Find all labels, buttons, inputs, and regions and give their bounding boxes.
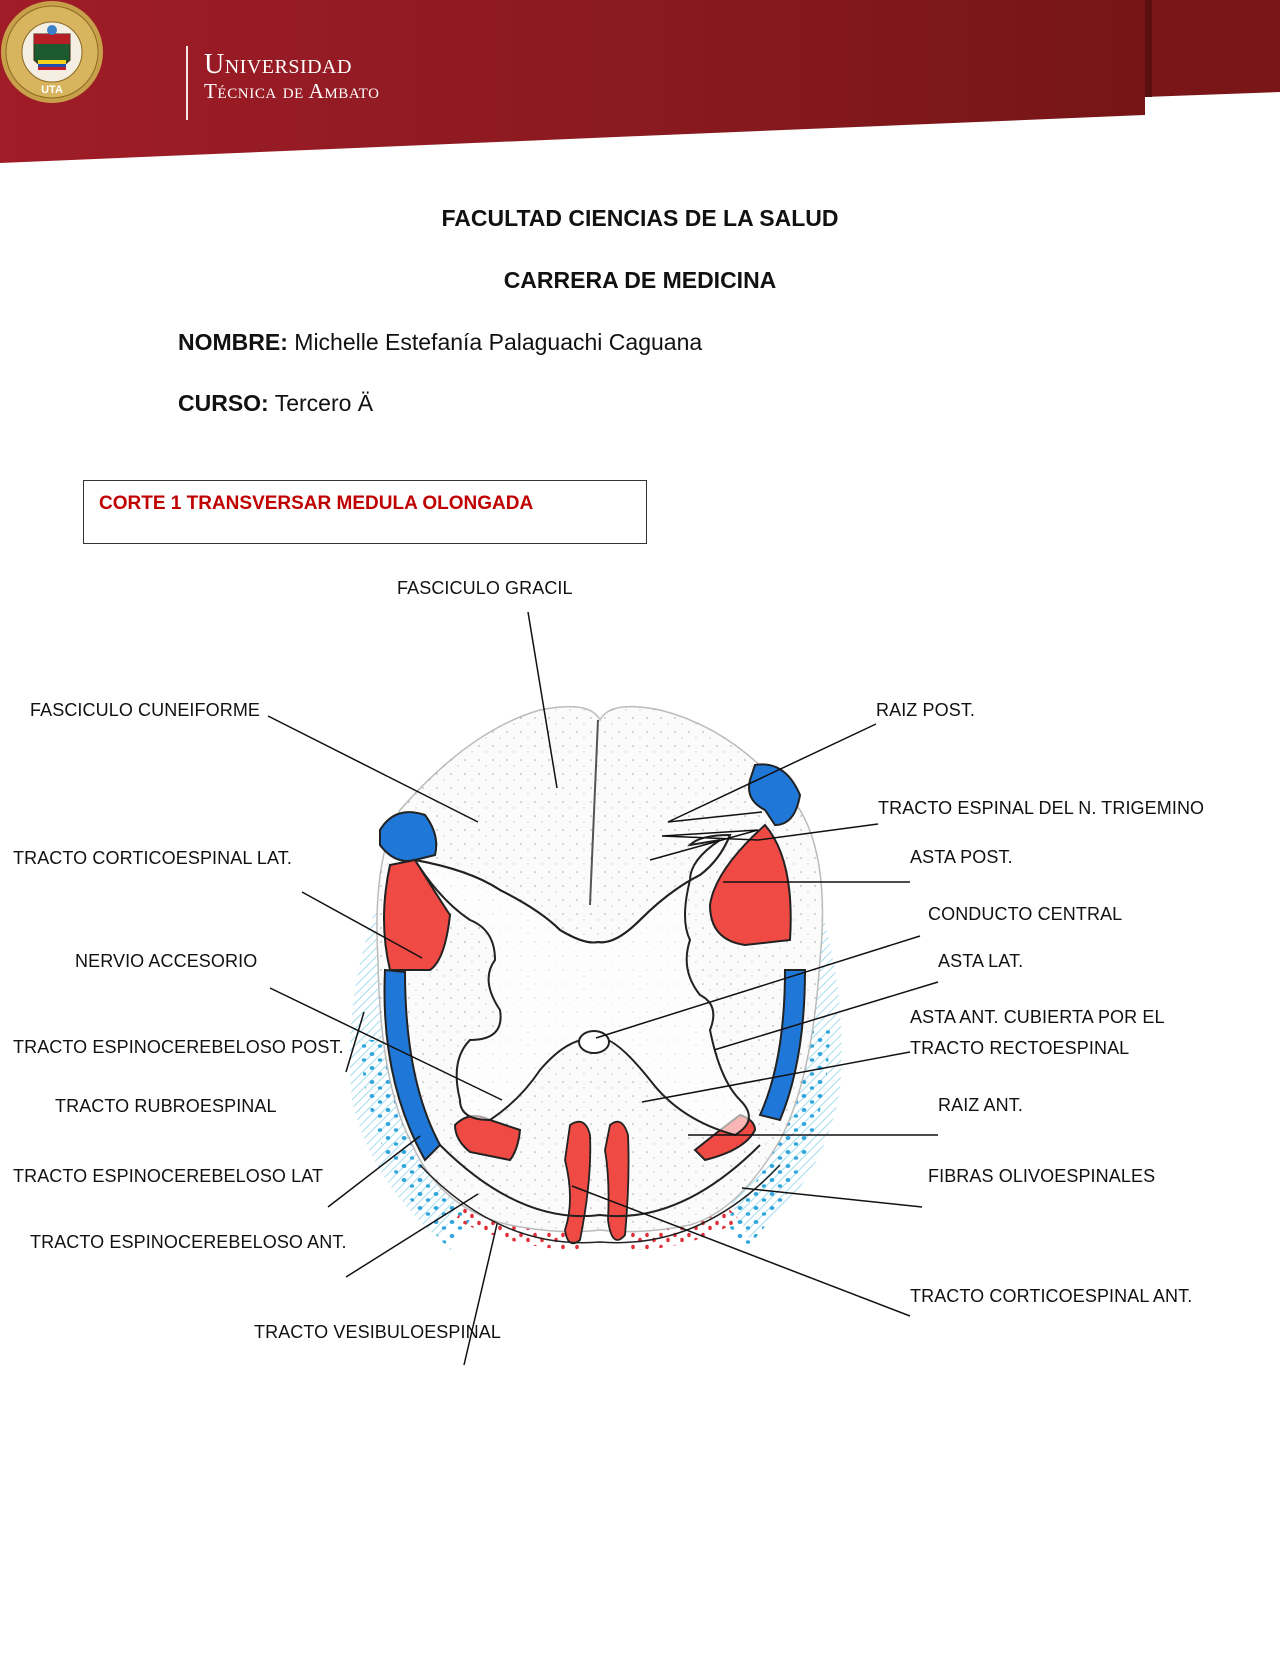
section-title-box: CORTE 1 TRANSVERSAR MEDULA OLONGADA bbox=[83, 480, 647, 544]
label-nervio-accesorio: NERVIO ACCESORIO bbox=[75, 951, 258, 971]
name-label: NOMBRE: bbox=[178, 329, 288, 355]
label-tracto-corticoespinal-ant: TRACTO CORTICOESPINAL ANT. bbox=[910, 1286, 1193, 1306]
leader-fasciculo-cuneiforme bbox=[267, 715, 479, 823]
name-value: Michelle Estefanía Palaguachi Caguana bbox=[294, 329, 703, 355]
course-value: Tercero Ä bbox=[274, 390, 374, 416]
leader-lines bbox=[267, 611, 939, 1366]
university-seal-icon: UTA bbox=[1, 1, 103, 103]
label-asta-post: ASTA POST. bbox=[910, 847, 1013, 867]
label-tracto-espinal-trigemino: TRACTO ESPINAL DEL N. TRIGEMINO bbox=[878, 798, 1205, 818]
faculty-title: FACULTAD CIENCIAS DE LA SALUD bbox=[0, 205, 1280, 232]
label-conducto-central: CONDUCTO CENTRAL bbox=[928, 904, 1123, 924]
label-fasciculo-cuneiforme: FASCICULO CUNEIFORME bbox=[30, 700, 261, 720]
leader-espinocerebeloso-lat bbox=[327, 1135, 421, 1208]
leader-espinocerebeloso-post bbox=[345, 1011, 365, 1073]
label-asta-ant-line1: ASTA ANT. CUBIERTA POR EL bbox=[910, 1007, 1165, 1027]
trigeminal-tract-left bbox=[379, 811, 438, 862]
anterior-corticospinal-left bbox=[564, 1120, 592, 1245]
anterior-corticospinal-right bbox=[604, 1120, 630, 1241]
label-raiz-post: RAIZ POST. bbox=[876, 700, 976, 720]
leader-asta-ant bbox=[641, 1051, 911, 1103]
label-tracto-rubroespinal: TRACTO RUBROESPINAL bbox=[55, 1096, 277, 1116]
career-text: CARRERA DE MEDICINA bbox=[503, 267, 777, 293]
label-fibras-olivoespinales: FIBRAS OLIVOESPINALES bbox=[928, 1166, 1156, 1186]
label-asta-lat: ASTA LAT. bbox=[938, 951, 1024, 971]
leader-conducto-central bbox=[595, 935, 921, 1039]
leader-trigemino bbox=[649, 823, 879, 861]
label-tracto-espinocerebeloso-post: TRACTO ESPINOCEREBELOSO POST. bbox=[13, 1037, 344, 1057]
brand-line-1: Universidad bbox=[204, 49, 352, 80]
central-canal bbox=[578, 1030, 610, 1054]
label-tracto-espinocerebeloso-lat: TRACTO ESPINOCEREBELOSO LAT bbox=[13, 1166, 324, 1186]
leader-olivoespinales bbox=[741, 1187, 923, 1208]
leader-vestibuloespinal bbox=[463, 1223, 498, 1366]
logo-divider bbox=[186, 46, 188, 120]
leader-corticoespinal-lat bbox=[301, 891, 423, 959]
course-field: CURSO: Tercero Ä bbox=[178, 390, 373, 417]
leader-corticoespinal-ant bbox=[571, 1185, 911, 1317]
spinocerebellar-dots-right bbox=[725, 1030, 830, 1250]
label-tracto-corticoespinal-lat: TRACTO CORTICOESPINAL LAT. bbox=[13, 848, 292, 868]
course-label: CURSO: bbox=[178, 390, 269, 416]
lateral-corticospinal-left bbox=[383, 858, 452, 971]
faculty-text: FACULTAD CIENCIAS DE LA SALUD bbox=[441, 205, 839, 231]
career-title: CARRERA DE MEDICINA bbox=[0, 267, 1280, 294]
leader-fasciculo-gracil bbox=[527, 611, 558, 789]
banner-shape bbox=[0, 0, 1280, 163]
label-tracto-espinocerebeloso-ant: TRACTO ESPINOCEREBELOSO ANT. bbox=[30, 1232, 347, 1252]
leader-espinocerebeloso-ant bbox=[345, 1193, 479, 1278]
medulla-cross-section bbox=[267, 611, 939, 1366]
brand-line-2: Técnica de Ambato bbox=[204, 79, 380, 103]
label-tracto-vestibuloespinal: TRACTO VESIBULOESPINAL bbox=[254, 1322, 501, 1342]
label-raiz-ant: RAIZ ANT. bbox=[938, 1095, 1023, 1115]
university-name: Universidad Técnica de Ambato bbox=[204, 49, 380, 103]
rubrospinal-tract-right bbox=[758, 969, 807, 1122]
leader-nervio-accesorio bbox=[269, 987, 503, 1101]
trigeminal-tract-right bbox=[748, 763, 802, 827]
rubrospinal-tract-left bbox=[383, 968, 442, 1162]
leader-raiz-post bbox=[667, 723, 877, 823]
posterior-median-sulcus bbox=[589, 719, 599, 906]
lateral-corticospinal-right bbox=[708, 823, 792, 947]
section-title: CORTE 1 TRANSVERSAR MEDULA OLONGADA bbox=[99, 493, 534, 514]
header-banner: UTA Universidad Técnica de Ambato bbox=[0, 0, 1280, 170]
medulla-diagram: FASCICULO GRACIL FASCICULO CUNEIFORME RA… bbox=[0, 560, 1280, 1420]
name-field: NOMBRE: Michelle Estefanía Palaguachi Ca… bbox=[178, 329, 702, 356]
label-asta-ant-line2: TRACTO RECTOESPINAL bbox=[910, 1038, 1130, 1058]
label-fasciculo-gracil: FASCICULO GRACIL bbox=[397, 578, 573, 598]
vestibulospinal-dots bbox=[455, 1200, 740, 1250]
svg-text:UTA: UTA bbox=[41, 84, 63, 96]
anterior-white-commissure bbox=[439, 1144, 761, 1218]
leader-asta-lat bbox=[713, 981, 939, 1051]
